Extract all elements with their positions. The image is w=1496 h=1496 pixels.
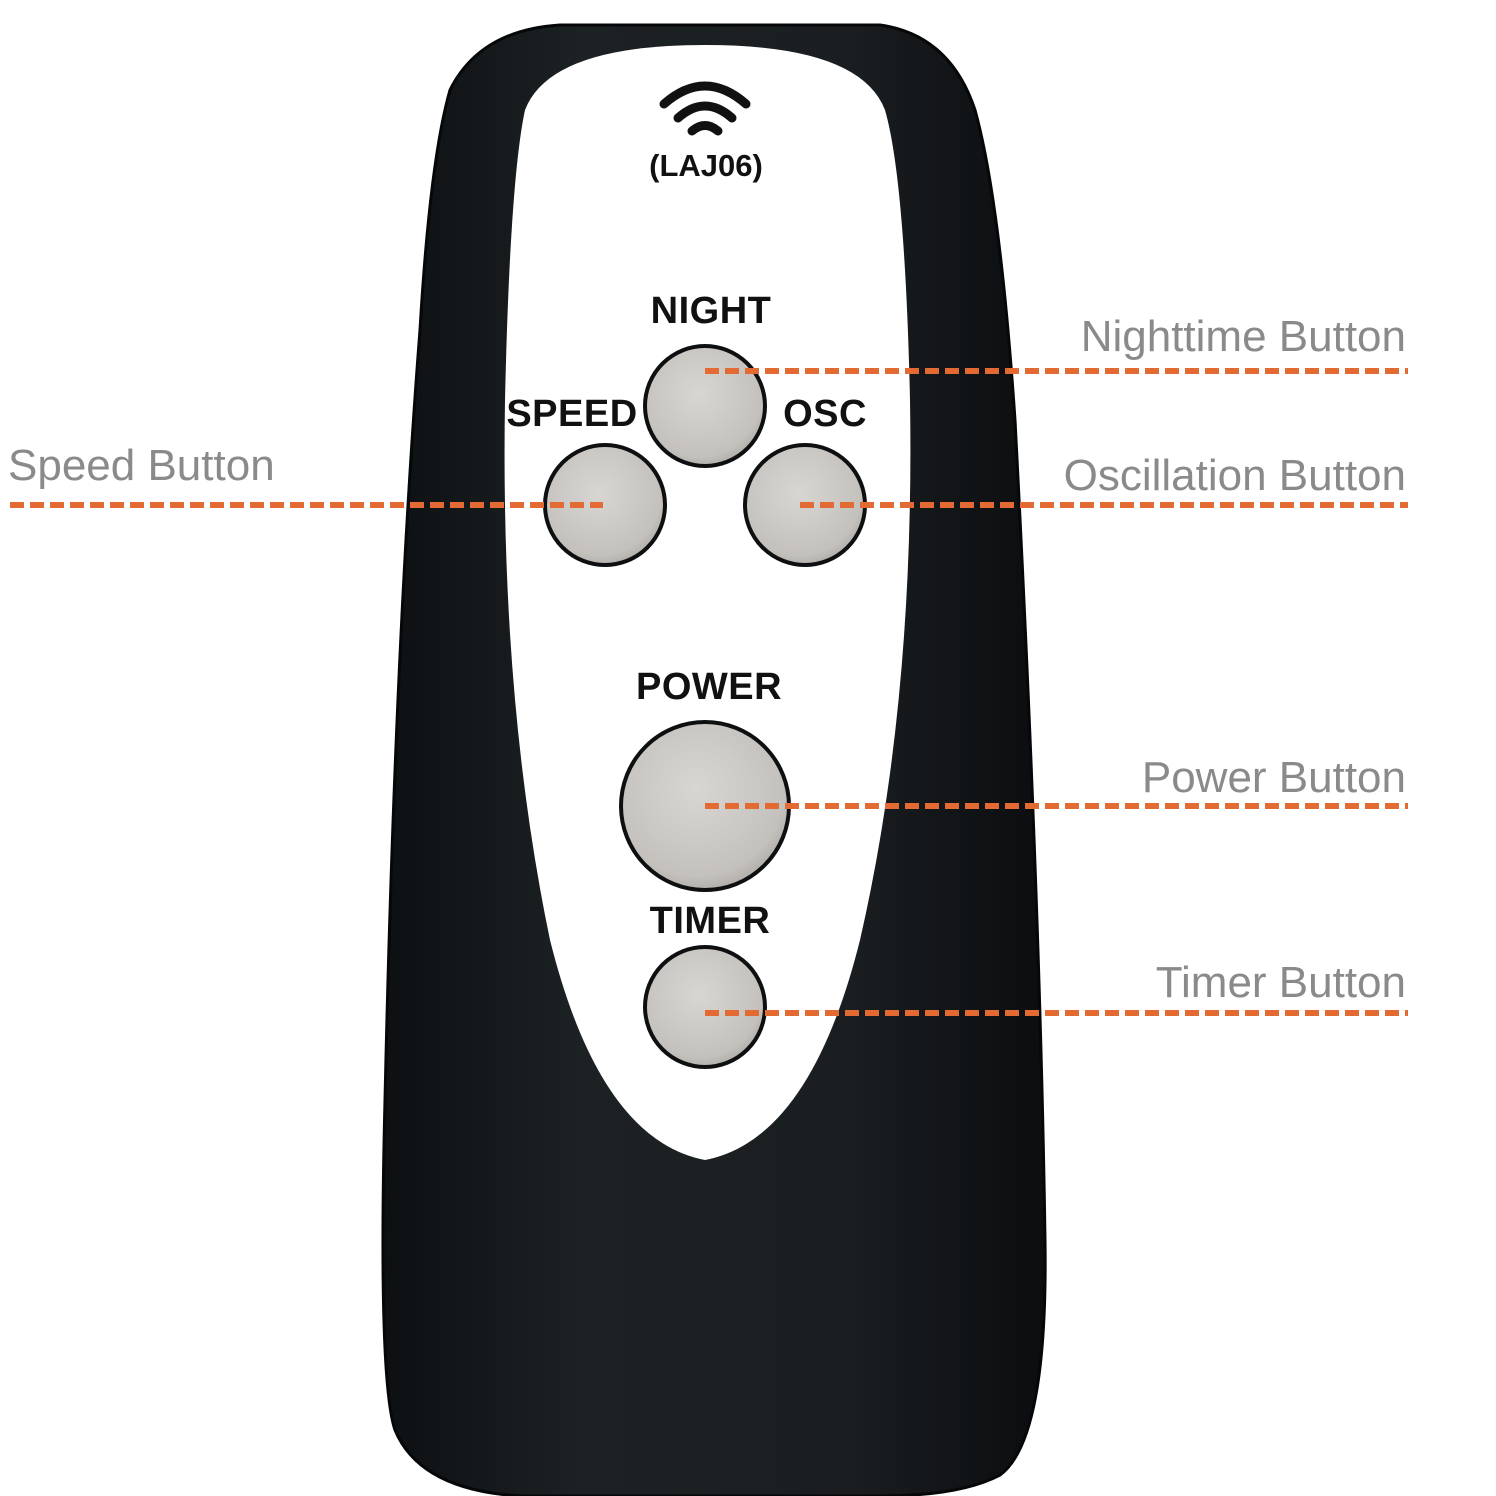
osc-key-label: OSC — [783, 393, 867, 435]
timer-callout: Timer Button — [1155, 958, 1406, 1007]
night-button[interactable] — [643, 344, 767, 468]
nighttime-callout: Nighttime Button — [1080, 312, 1406, 361]
wireless-signal-icon — [659, 81, 751, 136]
speed-key-label: SPEED — [506, 393, 638, 435]
night-key-label: NIGHT — [650, 290, 772, 332]
timer-key-label: TIMER — [649, 900, 771, 942]
remote-face — [504, 45, 911, 1160]
speed-button[interactable] — [543, 443, 667, 567]
model-label: (LAJ06) — [649, 148, 763, 183]
timer-button[interactable] — [643, 945, 767, 1069]
power-key-label: POWER — [635, 666, 783, 708]
power-callout: Power Button — [1141, 753, 1406, 802]
oscillation-callout: Oscillation Button — [1063, 451, 1406, 500]
speed-callout: Speed Button — [8, 441, 275, 490]
